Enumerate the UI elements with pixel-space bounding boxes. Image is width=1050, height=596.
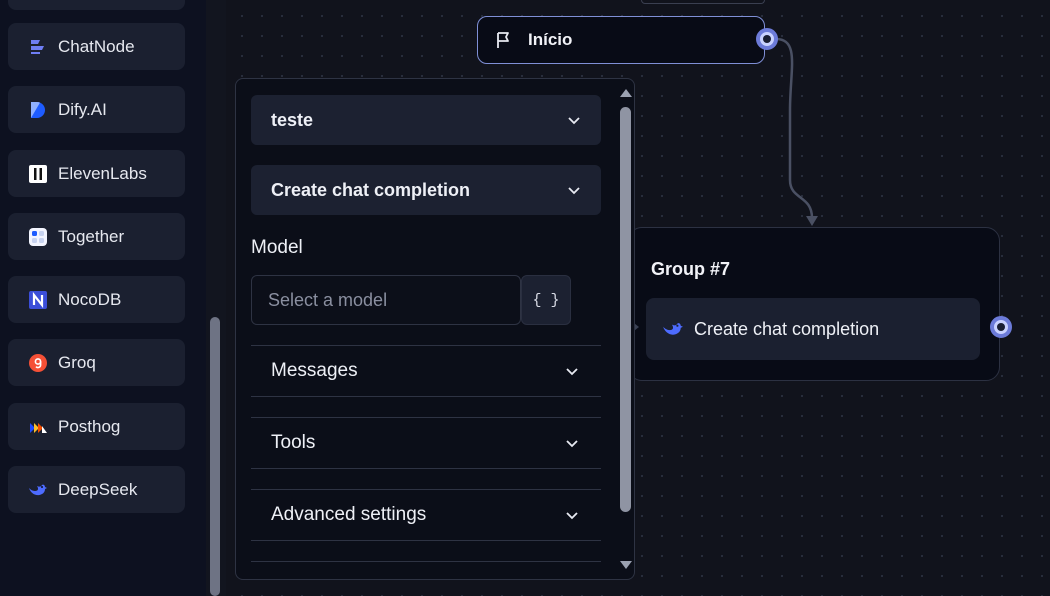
sidebar-item-posthog[interactable]: Posthog	[8, 403, 185, 450]
sidebar-item-label: Posthog	[58, 416, 121, 436]
sidebar-item-label: NocoDB	[58, 289, 122, 309]
sidebar-item-label: Dify.AI	[58, 99, 107, 119]
block-settings-panel: teste Create chat completion Model { } M…	[235, 78, 635, 580]
sidebar-item-chatnode[interactable]: ChatNode	[8, 23, 185, 70]
group-block-create-chat-completion[interactable]: Create chat completion	[646, 298, 980, 360]
sidebar-item-label: Together	[58, 226, 125, 246]
messages-label: Messages	[271, 360, 358, 381]
tools-accordion[interactable]: Tools	[251, 417, 601, 469]
credentials-value: teste	[271, 109, 314, 130]
chatnode-icon	[28, 37, 48, 57]
group-title: Group #7	[651, 259, 731, 279]
sidebar-item-elevenlabs[interactable]: ElevenLabs	[8, 150, 185, 197]
nocodb-icon	[28, 290, 48, 310]
sidebar-item-deepseek[interactable]: DeepSeek	[8, 466, 185, 513]
together-icon	[28, 227, 48, 247]
credentials-dropdown[interactable]: teste	[251, 95, 601, 145]
advanced-settings-accordion[interactable]: Advanced settings	[251, 489, 601, 541]
node-edge-partial	[641, 0, 765, 4]
panel-scrollbar[interactable]	[617, 79, 634, 579]
sidebar-item-together[interactable]: Together	[8, 213, 185, 260]
chevron-down-icon	[565, 508, 579, 522]
sidebar-item-label: ElevenLabs	[58, 163, 147, 183]
sidebar-scrollbar-thumb[interactable]	[210, 317, 220, 596]
scroll-down-arrow[interactable]	[620, 561, 632, 569]
messages-accordion[interactable]: Messages	[251, 345, 601, 397]
elevenlabs-icon	[28, 164, 48, 184]
group-output-port[interactable]	[990, 316, 1012, 338]
group-block-label: Create chat completion	[694, 318, 880, 339]
sidebar-item-partial[interactable]	[8, 0, 185, 10]
chevron-down-icon	[565, 436, 579, 450]
advanced-settings-label: Advanced settings	[271, 504, 427, 525]
chevron-down-icon	[565, 364, 579, 378]
variable-button[interactable]: { }	[521, 275, 571, 325]
action-value: Create chat completion	[271, 179, 471, 200]
deepseek-icon	[662, 318, 684, 340]
sidebar-scrollbar[interactable]	[206, 0, 226, 596]
tools-label: Tools	[271, 432, 316, 453]
deepseek-icon	[28, 480, 48, 500]
model-label: Model	[251, 237, 303, 258]
scroll-up-arrow[interactable]	[620, 89, 632, 97]
start-node[interactable]: Início	[477, 16, 765, 64]
panel-scrollbar-thumb[interactable]	[620, 107, 631, 512]
dify-icon	[28, 100, 48, 120]
sidebar-item-label: Groq	[58, 352, 96, 372]
model-input[interactable]	[251, 275, 521, 325]
chevron-down-icon	[567, 183, 581, 197]
groq-icon	[28, 353, 48, 373]
flag-icon	[494, 30, 514, 50]
sidebar-item-nocodb[interactable]: NocoDB	[8, 276, 185, 323]
sidebar-item-label: DeepSeek	[58, 479, 138, 499]
divider	[251, 561, 601, 562]
start-node-label: Início	[528, 30, 573, 49]
posthog-icon	[28, 417, 48, 437]
sidebar-item-label: ChatNode	[58, 36, 135, 56]
blocks-sidebar: ChatNode Dify.AI ElevenLabs Together Noc…	[0, 0, 206, 596]
chevron-down-icon	[567, 113, 581, 127]
start-node-output-port[interactable]	[756, 28, 778, 50]
group-node[interactable]: Group #7 Create chat completion	[628, 227, 1000, 381]
sidebar-item-groq[interactable]: Groq	[8, 339, 185, 386]
sidebar-item-dify[interactable]: Dify.AI	[8, 86, 185, 133]
action-dropdown[interactable]: Create chat completion	[251, 165, 601, 215]
